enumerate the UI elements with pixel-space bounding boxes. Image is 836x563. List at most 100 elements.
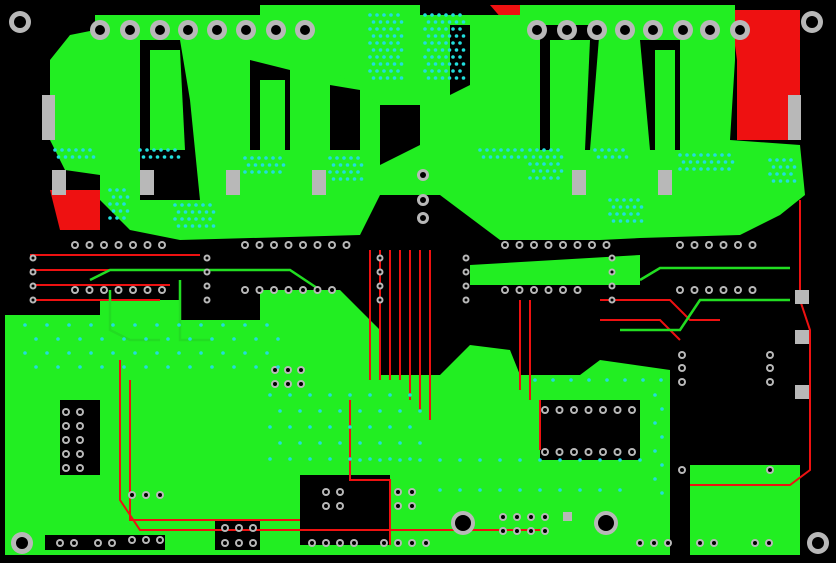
via — [177, 351, 181, 355]
via — [190, 224, 195, 228]
drill-hole — [464, 256, 468, 260]
via — [169, 155, 174, 159]
via — [388, 457, 392, 461]
via — [378, 409, 382, 413]
drill-hole — [680, 468, 684, 472]
via — [342, 156, 346, 160]
via — [162, 155, 167, 159]
drill-hole — [517, 243, 522, 247]
via — [782, 172, 786, 176]
via — [636, 198, 640, 202]
drill-hole — [575, 243, 580, 247]
via — [254, 337, 258, 341]
drill-hole — [546, 288, 551, 292]
drill-hole — [652, 541, 656, 545]
drill-hole — [515, 529, 519, 533]
drill-hole — [315, 288, 320, 292]
red-traces — [30, 200, 811, 545]
via — [67, 351, 71, 355]
via — [423, 41, 427, 45]
drill-hole — [241, 25, 251, 35]
via — [552, 169, 557, 173]
via — [458, 27, 462, 31]
via — [618, 219, 623, 223]
via — [454, 34, 459, 38]
drill-hole — [344, 243, 349, 247]
drill-hole — [16, 537, 28, 549]
drill-hole — [543, 408, 547, 412]
via — [617, 155, 622, 159]
via — [155, 351, 159, 355]
via — [356, 156, 360, 160]
drill-hole — [205, 298, 209, 302]
via — [426, 48, 431, 52]
drill-hole — [78, 452, 82, 456]
via — [551, 378, 555, 382]
via — [232, 365, 236, 369]
drill-hole — [610, 298, 614, 302]
via — [60, 148, 64, 152]
via — [437, 69, 441, 73]
drill-hole — [95, 25, 105, 35]
via — [699, 153, 703, 157]
via — [187, 217, 191, 221]
via — [23, 323, 27, 327]
drill-hole — [515, 515, 519, 519]
via — [265, 323, 269, 327]
via — [629, 198, 633, 202]
via — [257, 170, 261, 174]
via — [398, 409, 402, 413]
via — [77, 155, 82, 159]
via — [454, 48, 459, 52]
via — [556, 148, 560, 152]
via — [545, 169, 550, 173]
top-pour-inner-fills — [150, 40, 675, 150]
via — [111, 323, 115, 327]
drill-hole — [378, 284, 382, 288]
drill-hole — [205, 256, 209, 260]
via — [115, 202, 119, 206]
via — [396, 13, 400, 17]
via — [723, 160, 728, 164]
drill-hole — [712, 541, 716, 545]
drill-hole — [243, 243, 247, 247]
drill-hole — [410, 504, 414, 508]
via — [338, 177, 343, 181]
via — [84, 155, 89, 159]
drill-hole — [529, 529, 533, 533]
via — [440, 48, 445, 52]
via — [531, 169, 536, 173]
drill-hole — [705, 25, 715, 35]
via — [768, 172, 772, 176]
drill-hole — [812, 537, 824, 549]
via — [615, 212, 619, 216]
via — [141, 155, 146, 159]
via — [775, 158, 779, 162]
drill-hole — [110, 541, 114, 545]
via — [426, 34, 431, 38]
via — [653, 449, 657, 453]
via — [458, 488, 462, 492]
via — [426, 76, 431, 80]
drill-hole — [116, 243, 121, 247]
via — [659, 378, 663, 382]
via — [183, 210, 188, 214]
drill-hole — [205, 284, 209, 288]
via — [430, 27, 434, 31]
via — [622, 198, 626, 202]
via — [34, 337, 38, 341]
via — [180, 217, 184, 221]
drill-hole — [420, 197, 426, 203]
via — [378, 76, 383, 80]
via — [706, 167, 710, 171]
via — [122, 337, 126, 341]
drill-hole — [72, 541, 76, 545]
via — [399, 76, 404, 80]
via — [437, 27, 441, 31]
via — [447, 62, 452, 66]
drill-hole — [73, 243, 77, 247]
via — [358, 458, 362, 462]
drill-hole — [532, 288, 536, 292]
via — [418, 409, 422, 413]
